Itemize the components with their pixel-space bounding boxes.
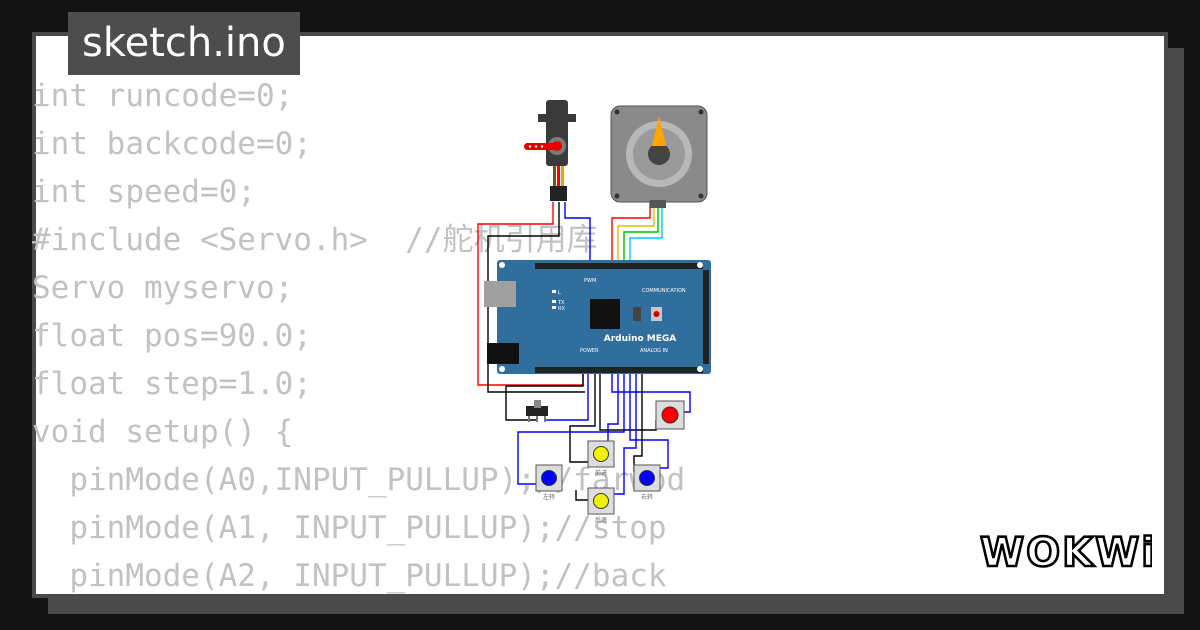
servo-motor[interactable] bbox=[524, 100, 576, 201]
button-forward-label: 前进 bbox=[595, 469, 607, 477]
code-line: float pos=90.0; bbox=[32, 318, 312, 354]
wokwi-logo-text: WOKWi bbox=[980, 530, 1152, 574]
code-line: #include <Servo.h> //舵机引用库 bbox=[32, 222, 598, 258]
wire-stepper-green bbox=[623, 202, 659, 262]
board-pwm-label: PWM bbox=[584, 278, 596, 284]
code-line: float step=1.0; bbox=[32, 366, 312, 402]
wokwi-logo: WOKWi bbox=[979, 529, 1152, 574]
wire-stepper-red bbox=[611, 202, 651, 262]
wire-ground-red bbox=[599, 372, 657, 431]
wire-ground-right bbox=[633, 372, 643, 472]
board-power-label: POWER bbox=[580, 348, 599, 354]
wire-stepper-cyan bbox=[629, 202, 663, 262]
button-left-label: 左转 bbox=[543, 493, 555, 501]
board-led-tx-label: TX bbox=[557, 300, 565, 306]
board-name-label: Arduino MEGA bbox=[604, 334, 677, 344]
code-line: int backcode=0; bbox=[32, 126, 312, 162]
button-right-label: 右转 bbox=[641, 493, 653, 501]
wire-forward bbox=[607, 372, 619, 446]
code-background: int runcode=0; int backcode=0; int speed=0… bbox=[32, 72, 685, 600]
pushbutton-right[interactable]: 右转 bbox=[633, 464, 661, 501]
arduino-mega-board[interactable]: L TX RX PWM COMMUNICATION POWER ANALOG I… bbox=[484, 260, 711, 374]
code-line: void setup() { bbox=[32, 414, 294, 450]
wire-right bbox=[629, 372, 669, 469]
wire-left bbox=[517, 372, 625, 485]
wire-back bbox=[614, 372, 637, 495]
wire-stepper-yellow bbox=[617, 202, 655, 262]
board-led-l-label: L bbox=[558, 290, 561, 296]
pushbutton-left[interactable]: 左转 bbox=[535, 464, 563, 501]
wire-red-button bbox=[611, 372, 691, 413]
sketch-title: sketch.ino bbox=[68, 12, 300, 75]
wire-servo-signal bbox=[564, 202, 591, 262]
pushbutton-forward[interactable]: 前进 bbox=[587, 440, 615, 477]
board-analog-in-label: ANALOG IN bbox=[640, 348, 668, 354]
wire-servo-ground bbox=[487, 202, 585, 393]
wire-ground-mid bbox=[569, 372, 596, 463]
code-line: pinMode(A2, INPUT_PULLUP);//back bbox=[32, 558, 667, 594]
stepper-needle-icon bbox=[652, 116, 666, 146]
pushbutton-red[interactable] bbox=[655, 400, 685, 430]
stepper-motor[interactable] bbox=[610, 105, 708, 208]
wire-switch-black bbox=[505, 372, 584, 421]
code-line: int runcode=0; bbox=[32, 78, 294, 114]
board-led-rx-label: RX bbox=[558, 306, 565, 312]
board-communication-label: COMMUNICATION bbox=[642, 288, 686, 294]
button-back-label: 后退 bbox=[595, 516, 607, 524]
code-line: Servo myservo; bbox=[32, 270, 294, 306]
code-line: pinMode(A1, INPUT_PULLUP);//stop bbox=[32, 510, 667, 546]
pushbutton-back[interactable]: 后退 bbox=[587, 487, 615, 524]
slide-switch[interactable] bbox=[526, 400, 548, 422]
code-line: pinMode(A0,INPUT_PULLUP);//farwod bbox=[32, 462, 686, 498]
wire-ground-low bbox=[575, 490, 588, 501]
code-line: int speed=0; bbox=[32, 174, 256, 210]
wire-switch-blue bbox=[545, 372, 589, 421]
